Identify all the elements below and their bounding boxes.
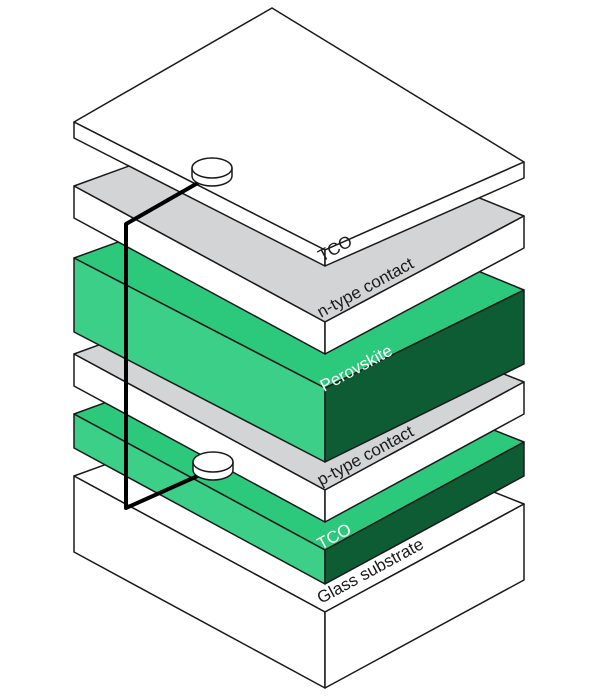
n-type-contact-side-face xyxy=(324,215,525,355)
glass-substrate-side-face xyxy=(324,503,525,689)
tco-top-side-face xyxy=(324,161,525,267)
perovskite-side-face xyxy=(324,289,525,463)
layer-tco-top: TCO xyxy=(73,7,525,267)
top-electrode-terminal xyxy=(191,157,233,187)
bottom-electrode-terminal xyxy=(192,451,234,481)
circuit-wire xyxy=(124,174,213,510)
tco-bottom-side-face xyxy=(324,441,525,585)
p-type-contact-side-face xyxy=(324,381,525,523)
